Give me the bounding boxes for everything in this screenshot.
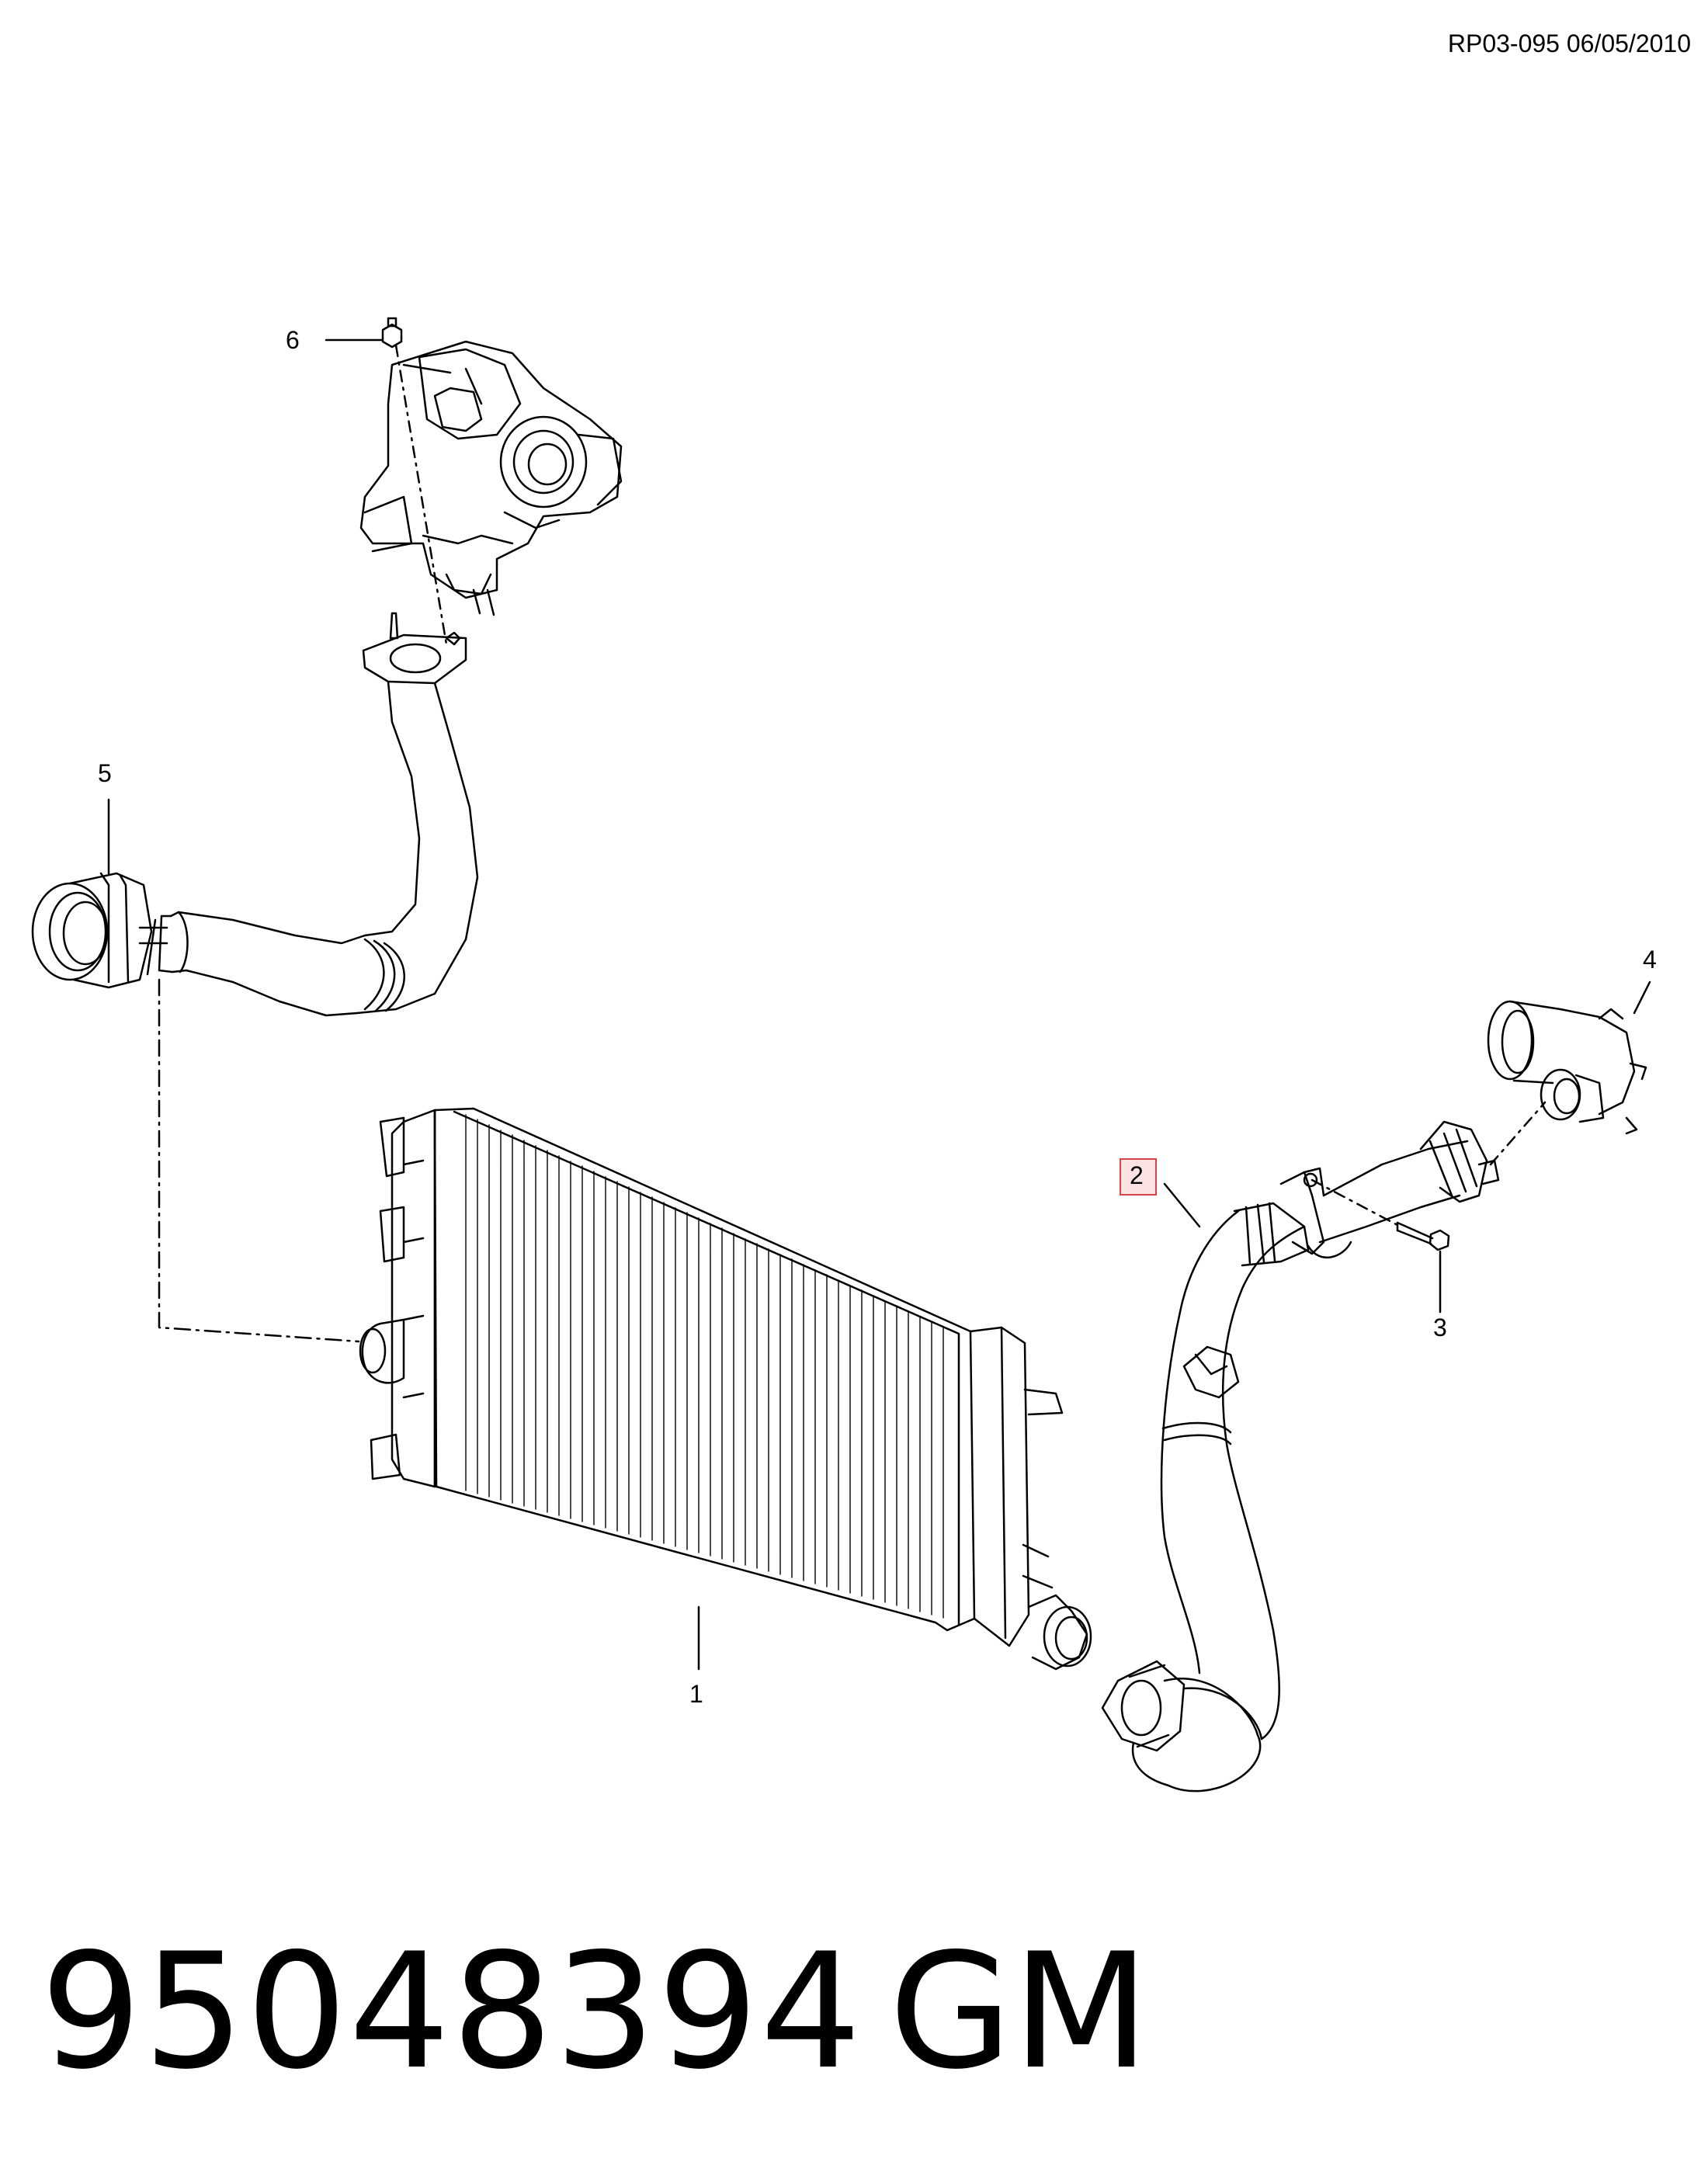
callout-6: 6 <box>286 326 300 354</box>
hose-clamp-part-5 <box>31 872 168 989</box>
intercooler-fins <box>465 1114 944 1619</box>
nut-part-6 <box>381 317 403 349</box>
callout-4: 4 <box>1643 946 1657 973</box>
leader-line-2 <box>1163 1182 1201 1228</box>
part-number: 95048394 <box>40 1920 863 2105</box>
document-reference: RP03-095 06/05/2010 <box>1447 29 1691 57</box>
callout-2-highlight <box>1120 1158 1157 1196</box>
leader-line-4 <box>1633 980 1651 1015</box>
assembly-dash-line <box>158 978 360 1343</box>
callout-2: 2 <box>1130 1161 1144 1189</box>
intercooler-part-1 <box>359 1107 1092 1671</box>
charge-air-hose-part-2 <box>1101 1120 1500 1793</box>
connector-dash-line <box>1489 1101 1547 1166</box>
screw-dash-line <box>1311 1178 1399 1227</box>
screw-part-3 <box>1396 1221 1450 1251</box>
brand-name: GM <box>889 1920 1150 2105</box>
upper-charge-air-hose <box>146 680 479 1017</box>
turbocharger <box>359 340 623 616</box>
callout-3: 3 <box>1433 1314 1447 1341</box>
hose-connector-part-4 <box>1487 1000 1647 1135</box>
callout-5: 5 <box>98 759 112 787</box>
callout-1: 1 <box>689 1680 703 1708</box>
stud-dash-line <box>394 344 448 646</box>
turbo-flange <box>362 612 467 685</box>
